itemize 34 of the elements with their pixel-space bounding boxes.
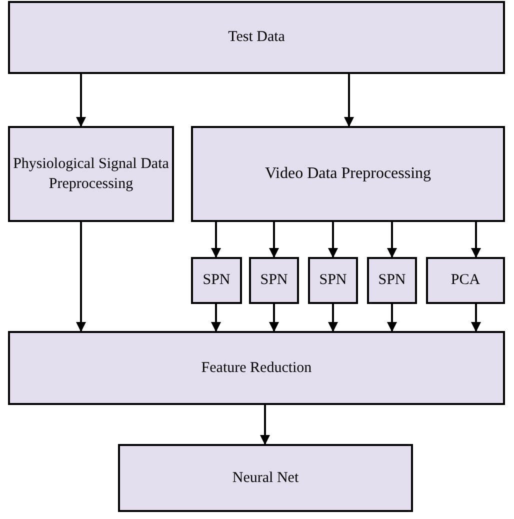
arrow <box>344 74 354 127</box>
process-box <box>191 126 505 222</box>
process-box <box>249 257 299 304</box>
arrow <box>328 304 338 332</box>
process-box <box>8 126 174 222</box>
box-label: Video Data Preprocessing <box>264 164 432 184</box>
box-label: Test Data <box>228 28 285 48</box>
arrow <box>76 74 86 127</box>
process-box <box>191 257 242 304</box>
box-label: SPN <box>378 271 406 290</box>
arrow <box>211 222 221 258</box>
box-label: Feature Reduction <box>201 358 312 378</box>
arrow <box>269 222 279 258</box>
box-label: Neural Net <box>232 468 299 488</box>
arrow <box>471 222 481 258</box>
process-box <box>118 444 413 512</box>
arrow <box>269 304 279 332</box>
box-label: SPN <box>260 271 288 290</box>
box-label: SPN <box>202 271 230 290</box>
arrow <box>260 405 270 445</box>
arrow <box>328 222 338 258</box>
box-label: SPN <box>319 271 347 290</box>
arrow <box>387 304 397 332</box>
process-box <box>8 331 505 405</box>
process-box <box>8 1 505 74</box>
arrow <box>211 304 221 332</box>
box-label: Physiological Signal Data Preprocessing <box>12 154 170 194</box>
arrow <box>387 222 397 258</box>
process-box <box>367 257 417 304</box>
arrow <box>471 304 481 332</box>
process-box <box>426 257 505 304</box>
box-label: PCA <box>450 271 480 290</box>
arrow <box>76 222 86 332</box>
process-box <box>308 257 358 304</box>
